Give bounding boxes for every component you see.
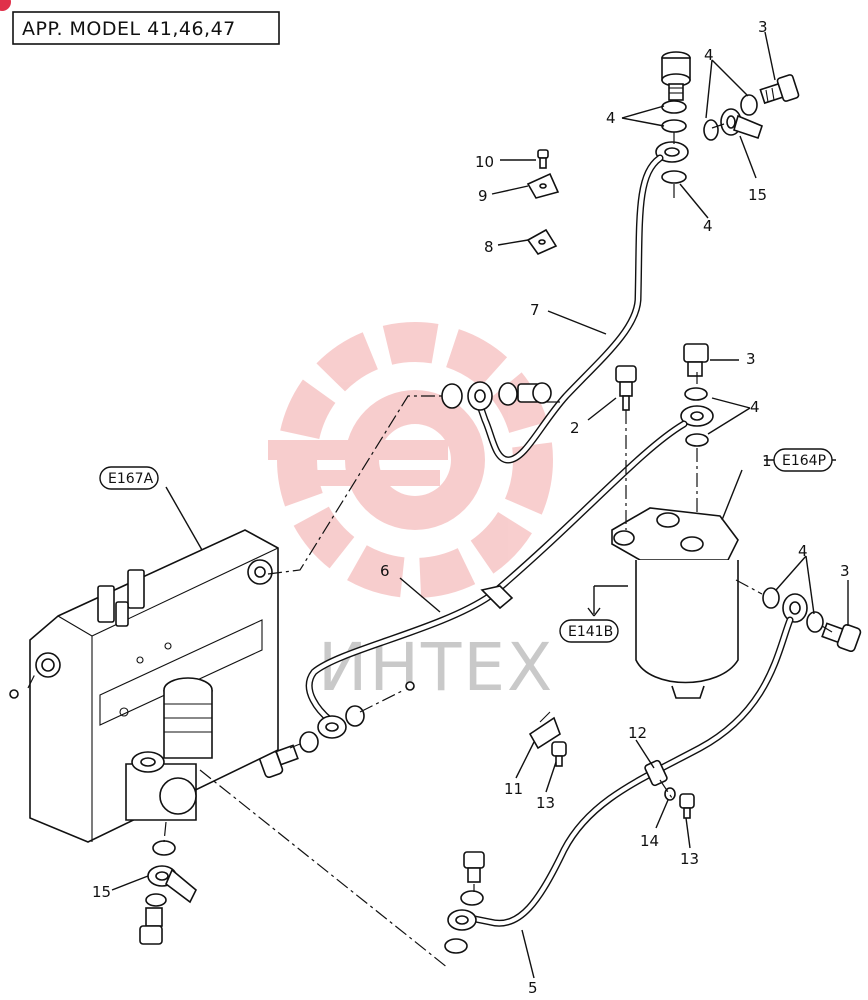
banjo-bolt-bottom xyxy=(463,851,485,883)
banjo-bolt xyxy=(517,382,552,404)
connector-line xyxy=(289,743,301,749)
svg-text:E167A: E167A xyxy=(108,471,154,487)
air-vent-bolt xyxy=(615,365,637,411)
washer xyxy=(684,387,708,401)
washer xyxy=(460,890,484,906)
ref-badge-pump: E167A xyxy=(99,466,159,490)
fuel-filter xyxy=(611,507,739,699)
washer xyxy=(152,840,176,856)
clamp-8 xyxy=(526,228,558,255)
washer xyxy=(740,94,758,116)
bolt-13b xyxy=(679,793,695,819)
washer xyxy=(444,938,468,954)
banjo-bolt-lower-right xyxy=(821,622,862,653)
washer xyxy=(703,119,719,141)
callout-4: 4 xyxy=(606,109,616,127)
svg-text:E141B: E141B xyxy=(568,624,613,640)
washer xyxy=(685,433,709,447)
banjo-bolt-filter xyxy=(683,343,709,377)
banjo-bolt-lower-left xyxy=(139,907,163,945)
washer xyxy=(498,382,518,406)
callout-9: 9 xyxy=(478,187,488,205)
connector-line xyxy=(735,579,763,595)
pipe-clamp-6 xyxy=(480,585,514,610)
clamp-11 xyxy=(528,711,561,750)
callout-13: 13 xyxy=(680,850,699,868)
callout-2: 2 xyxy=(570,419,580,437)
screw-10 xyxy=(537,149,549,169)
model-header: APP. MODEL 41,46,47 xyxy=(12,11,280,45)
washer xyxy=(299,731,319,753)
injection-pump xyxy=(29,529,279,843)
callout-6: 6 xyxy=(380,562,390,580)
connector-line xyxy=(711,123,725,129)
seal-dot xyxy=(9,689,19,699)
corner-marker xyxy=(0,0,11,11)
watermark-logo xyxy=(268,322,553,598)
ref-badge-filter: E164P xyxy=(773,448,833,472)
callout-13: 13 xyxy=(536,794,555,812)
callout-15: 15 xyxy=(748,186,767,204)
callout-4: 4 xyxy=(704,46,714,64)
washer xyxy=(441,383,463,409)
ref-badge-pipe: E141B xyxy=(559,619,619,643)
washer xyxy=(661,119,687,133)
eye-fitting-lower xyxy=(147,865,197,904)
banjo-bolt-top xyxy=(661,51,691,101)
connector-line xyxy=(821,625,833,633)
callout-12: 12 xyxy=(628,724,647,742)
connector-line xyxy=(27,671,37,689)
callout-5: 5 xyxy=(528,979,538,997)
callout-8: 8 xyxy=(484,238,494,256)
connector-line xyxy=(659,779,673,799)
callout-4: 4 xyxy=(750,398,760,416)
seal-dot xyxy=(405,681,415,691)
connector-line xyxy=(359,689,405,713)
connector-line xyxy=(163,821,167,843)
banjo-bolt-pump xyxy=(258,744,299,779)
model-label: APP. MODEL 41,46,47 xyxy=(22,18,236,40)
callout-15: 15 xyxy=(92,883,111,901)
washer xyxy=(806,611,824,633)
washer xyxy=(762,587,780,609)
washer xyxy=(661,100,687,114)
washer xyxy=(345,705,365,727)
callout-4: 4 xyxy=(798,542,808,560)
washer xyxy=(145,893,167,907)
watermark-text: ИНТЕХ xyxy=(318,629,554,706)
banjo-bolt-right xyxy=(759,74,800,105)
callout-14: 14 xyxy=(640,832,659,850)
callout-4: 4 xyxy=(703,217,713,235)
connector-line xyxy=(267,395,442,575)
callout-11: 11 xyxy=(504,780,523,798)
connector-line xyxy=(199,769,449,969)
callout-3: 3 xyxy=(758,18,768,36)
svg-text:E164P: E164P xyxy=(782,453,826,469)
clamp-9 xyxy=(526,172,560,199)
callout-3: 3 xyxy=(840,562,850,580)
washer xyxy=(661,170,687,184)
callout-10: 10 xyxy=(475,153,494,171)
eye-fitting xyxy=(720,108,763,140)
callout-1: 1 xyxy=(762,452,772,470)
callout-7: 7 xyxy=(530,301,540,319)
bolt-13a xyxy=(551,741,567,767)
callout-3: 3 xyxy=(746,350,756,368)
